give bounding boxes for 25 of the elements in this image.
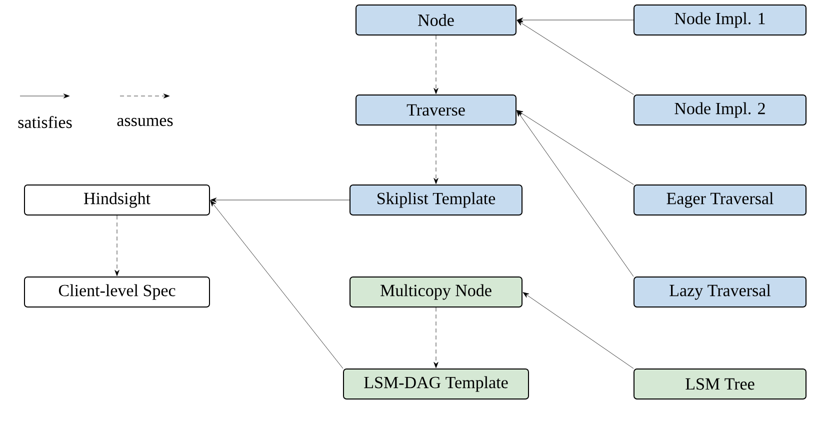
- box: Traverse: [356, 94, 516, 126]
- arrow: [434, 35, 438, 94]
- arrow: [210, 198, 350, 202]
- box: Eager Traversal: [634, 184, 806, 216]
- arrow: [516, 110, 634, 185]
- box: Skiplist Template: [350, 184, 522, 216]
- box: LSM Tree: [634, 368, 806, 400]
- legend-label: satisfies: [18, 116, 72, 128]
- arrow: [516, 110, 634, 277]
- box: Lazy Traversal: [634, 276, 806, 308]
- legend-label: assumes: [117, 118, 173, 126]
- arrow: [516, 18, 634, 22]
- box: LSM-DAG Template: [343, 368, 529, 400]
- box: Multicopy Node: [350, 276, 522, 308]
- arrow: [434, 125, 438, 184]
- arrow: [434, 307, 438, 368]
- box: Node: [356, 4, 516, 36]
- box: Node Impl. 1: [634, 4, 806, 36]
- box: Hindsight: [24, 184, 210, 216]
- arrow: [114, 215, 120, 276]
- arrow: [516, 20, 634, 95]
- box: Node Impl. 2: [634, 94, 806, 126]
- arrow: [522, 292, 634, 369]
- box: Client-level Spec: [24, 276, 210, 308]
- arrow: [210, 200, 344, 369]
